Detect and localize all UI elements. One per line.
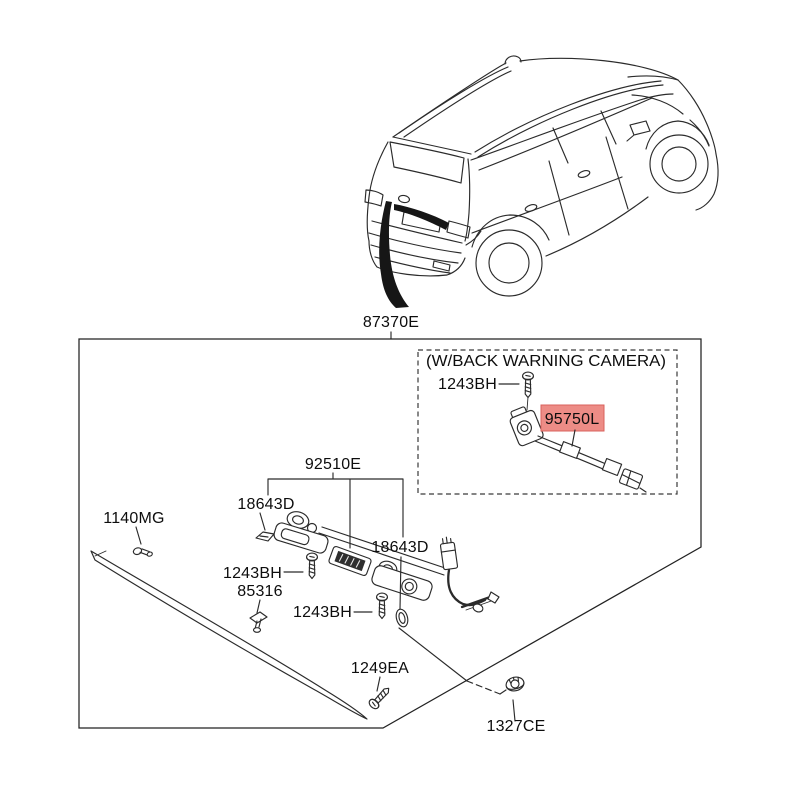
clip-icon-1140MG (132, 547, 153, 557)
grommet (395, 608, 409, 628)
part-label-1327CE: 1327CE (486, 718, 545, 735)
tail-light-right (446, 220, 471, 239)
screw-icon (522, 371, 534, 399)
part-label-18643D-left: 18643D (237, 496, 294, 513)
part-label-1243BH-camera: 1243BH (438, 376, 497, 393)
suv-illustration (364, 55, 719, 297)
harness-wire (447, 568, 487, 607)
camera-box-heading: (W/BACK WARNING CAMERA) (426, 353, 666, 370)
rear-wheel (475, 229, 543, 297)
screw-icon (376, 592, 388, 620)
camera-option-box: (W/BACK WARNING CAMERA) 1243BH 95 (417, 349, 678, 495)
screw-camera-link (526, 396, 529, 411)
part-label-85316: 85316 (237, 583, 283, 600)
leader-lines (135, 472, 516, 722)
side-mirror (629, 120, 651, 136)
brand-logo (397, 194, 411, 204)
part-label-95750L: 95750L (545, 411, 600, 428)
screw-icon (306, 552, 318, 580)
door-handle (577, 170, 591, 178)
part-label-1243BH-upper: 1243BH (223, 565, 282, 582)
center-pad (328, 545, 372, 577)
license-lamp-assembly-drawing (273, 511, 500, 628)
screw-icon (366, 684, 394, 712)
lamp-right (371, 565, 433, 601)
part-label-92510E: 92510E (305, 456, 361, 473)
callout-arrow (379, 201, 409, 308)
part-label-1249EA: 1249EA (351, 660, 409, 677)
main-parts-box (78, 338, 702, 729)
connector-tip (639, 487, 647, 493)
garnish-drawing (90, 550, 368, 720)
clip-icon-18643D (255, 531, 275, 542)
part-label-1243BH-lower: 1243BH (293, 604, 352, 621)
front-wheel (649, 134, 709, 194)
part-label-87370E: 87370E (363, 314, 419, 331)
antenna-fin (504, 55, 522, 65)
roof-rail-right (474, 80, 662, 153)
lamp-socket-left (286, 511, 310, 529)
lamp-left (273, 522, 329, 554)
highlight-box (540, 404, 605, 432)
harness-connector (439, 536, 459, 571)
part-label-1140MG: 1140MG (103, 510, 164, 527)
roof-rail-left (398, 66, 509, 134)
tail-light-left (364, 189, 384, 207)
nut-icon-1327CE (505, 676, 525, 692)
part-label-18643D-right: 18643D (371, 539, 428, 556)
retainer-icon-85316 (249, 611, 268, 633)
leader-95750L (571, 429, 576, 447)
camera-drawing (509, 406, 647, 493)
tailgate-garnish-band (394, 204, 449, 230)
rear-window (389, 141, 465, 184)
